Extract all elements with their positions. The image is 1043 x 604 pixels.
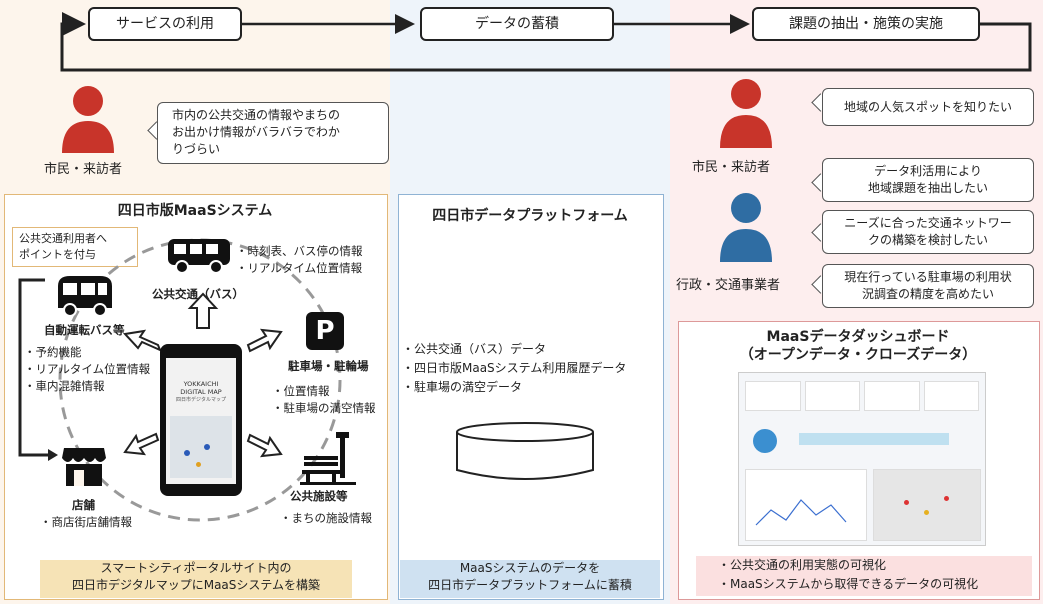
dashboard-kpi-row [745, 381, 979, 411]
parking-icon: P [306, 312, 344, 350]
admin-label: 行政・交通事業者 [676, 278, 781, 293]
citizen-label: 市民・来訪者 [44, 162, 123, 177]
autonomous-bus-label: 自動運転バス等 [44, 323, 125, 337]
map-preview [170, 416, 232, 478]
smartphone-screen: YOKKAICHI DIGITAL MAP 四日市デジタルマップ [166, 358, 236, 484]
arrow-to-parking [246, 328, 283, 353]
database-cylinder-icon [456, 422, 594, 480]
public-facility-bench-icon [300, 432, 356, 485]
dashboard-footer-list: ・公共交通の利用実態の可視化 ・MaaSシステムから取得できるデータの可視化 [696, 556, 1032, 596]
admin-person-icon [720, 193, 772, 262]
admin-speech-bubble-2: ニーズに合った交通ネットワー クの構築を検討したい [822, 210, 1034, 254]
autonomous-bus-info-list: ・予約機能 ・リアルタイム位置情報 ・車内混雑情報 [24, 345, 151, 393]
right-citizen-person-icon [720, 79, 772, 148]
arrow-to-bus [187, 292, 219, 329]
facility-info-list: ・まちの施設情報 [280, 511, 372, 525]
point-reward-note: 公共交通利用者へ ポイントを付与 [12, 227, 138, 267]
arrow-to-autobus [122, 329, 162, 352]
bus-info-list: ・時刻表、バス停の情報 ・リアルタイム位置情報 [236, 244, 363, 275]
facility-label: 公共施設等 [290, 489, 348, 503]
citizen-speech-bubble: 市内の公共交通の情報やまちの お出かけ情報がバラバラでわか りづらい [157, 102, 389, 164]
admin-speech-bubble-1: データ利活用により 地域課題を抽出したい [822, 158, 1034, 202]
maas-diagram-lines [18, 238, 342, 522]
maas-system-footer: スマートシティポータルサイト内の 四日市デジタルマップにMaaSシステムを構築 [40, 560, 352, 598]
store-info-list: ・商店街店舗情報 [40, 515, 132, 529]
flow-step-action: 課題の抽出・施策の実施 [752, 7, 980, 41]
dashboard-pie-preview [753, 429, 777, 453]
autonomous-bus-icon [58, 276, 112, 317]
right-citizen-speech-bubble: 地域の人気スポットを知りたい [822, 88, 1034, 126]
data-platform-footer: MaaSシステムのデータを 四日市データプラットフォームに蓄積 [400, 560, 660, 598]
flow-return-arrow [60, 12, 1032, 72]
flow-step-data: データの蓄積 [420, 7, 614, 41]
dashboard-map-preview [873, 469, 981, 541]
citizen-person-icon [62, 86, 114, 153]
dashboard-title: MaaSデータダッシュボード （オープンデータ・クローズデータ） [739, 329, 977, 363]
arrow-to-store [123, 432, 160, 456]
maas-system-title: 四日市版MaaSシステム [117, 203, 273, 219]
parking-label: 駐車場・駐輪場 [288, 359, 369, 373]
store-icon [62, 448, 106, 486]
arrow-to-facility [246, 433, 283, 458]
parking-info-list: ・位置情報 ・駐車場の満空情報 [272, 384, 376, 415]
digital-map-subtitle: 四日市デジタルマップ [176, 397, 226, 403]
store-label: 店舗 [72, 498, 95, 512]
dashboard-bar-preview [799, 433, 949, 445]
right-citizen-label: 市民・来訪者 [692, 160, 771, 175]
bus-label: 公共交通（バス） [152, 287, 244, 301]
smartphone-frame: YOKKAICHI DIGITAL MAP 四日市デジタルマップ [160, 344, 242, 496]
data-platform-panel [398, 194, 664, 600]
data-platform-title: 四日市データプラットフォーム [432, 208, 628, 224]
flow-arrows [60, 12, 1032, 72]
flow-step-service: サービスの利用 [88, 7, 242, 41]
dashboard-line-preview [745, 469, 867, 541]
bus-icon [168, 239, 230, 274]
dashboard-screenshot [738, 372, 986, 546]
admin-speech-bubble-3: 現在行っている駐車場の利用状 況調査の精度を高めたい [822, 264, 1034, 308]
digital-map-logo-text: YOKKAICHI DIGITAL MAP [180, 380, 222, 396]
data-platform-list: ・公共交通（バス）データ ・四日市版MaaSシステム利用履歴データ ・駐車場の満… [402, 342, 627, 394]
